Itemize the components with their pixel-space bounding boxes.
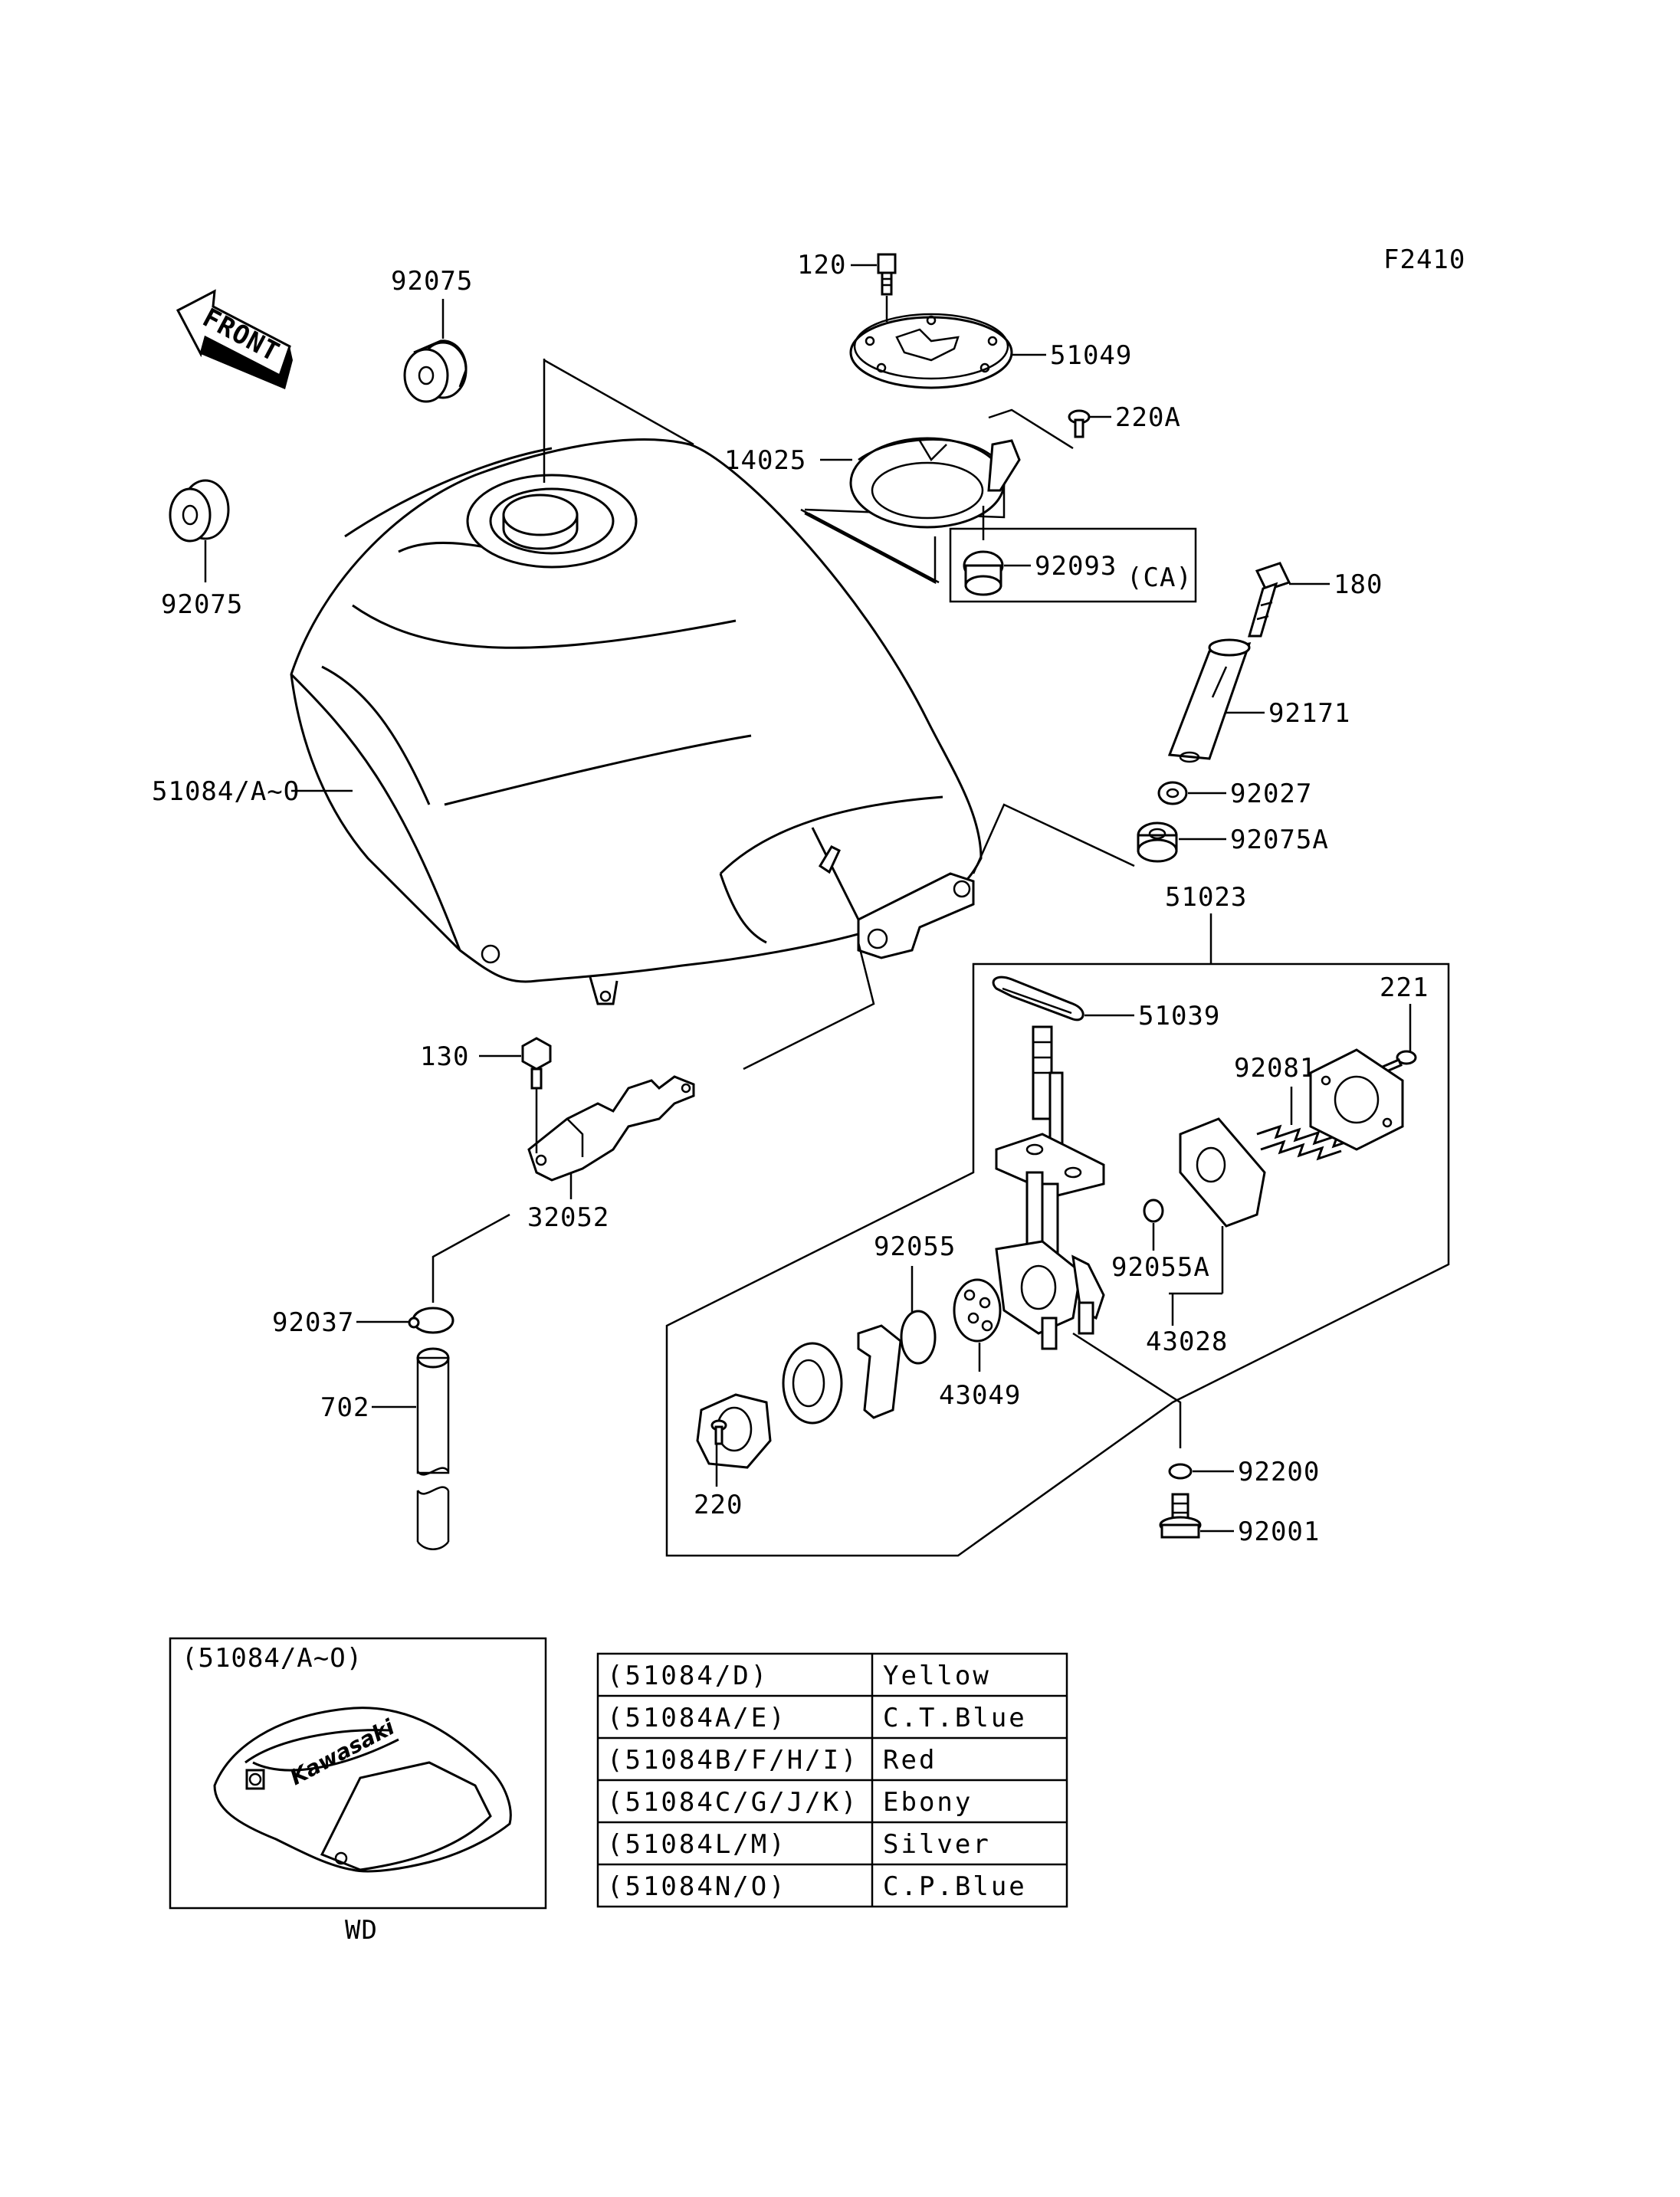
table-row-color: Yellow [883,1661,991,1691]
table-row-color: Red [883,1745,937,1776]
table-row-code: (51084C/G/J/K) [607,1787,859,1818]
label-32052: 32052 [527,1202,609,1233]
screw-220 [710,1419,727,1445]
label-51039: 51039 [1138,1001,1220,1031]
table-row-code: (51084N/O) [607,1871,787,1902]
label-92075A: 92075A [1230,825,1329,855]
front-arrow: FRONT [176,289,293,389]
cap-base-14025 [849,437,1021,529]
label-120: 120 [797,250,846,280]
label-51084: 51084/A~O [152,776,300,807]
clip-92037 [408,1307,454,1334]
table-row-color: C.P.Blue [883,1871,1027,1902]
inset-tank-illustration [213,1707,512,1873]
fuel-cock-lever [857,1324,902,1419]
label-220A: 220A [1115,402,1181,433]
collar-92171 [1167,638,1252,763]
diaphragm-43028 [1179,1117,1266,1228]
label-92055: 92055 [874,1231,956,1262]
label-14025: 14025 [724,445,806,476]
table-row-color: Silver [883,1829,991,1860]
o-ring-92055A [1143,1199,1164,1223]
color-table: (51084/D) Yellow (51084A/E) C.T.Blue (51… [596,1652,1068,1908]
damper-92075A [1137,821,1178,863]
label-702: 702 [320,1392,369,1423]
fuel-cap-51049 [849,313,1013,389]
spring-92081 [1256,1124,1357,1161]
grommet-92093 [963,550,1004,596]
screw-220A [1068,409,1091,438]
label-51049: 51049 [1050,340,1132,371]
label-92027: 92027 [1230,779,1312,809]
label-92037: 92037 [272,1307,354,1338]
inset-model: WD [345,1915,378,1946]
collar-92027 [1157,781,1188,805]
label-92075-left: 92075 [161,589,243,620]
label-92001: 92001 [1238,1517,1320,1547]
bolt-130 [521,1037,552,1090]
o-ring-92055 [900,1310,937,1365]
bolt-92001 [1159,1493,1202,1539]
label-130: 130 [420,1041,469,1072]
cock-cover-plate [1309,1048,1404,1151]
inset-box [169,1637,547,1910]
table-row-code: (51084B/F/H/I) [607,1745,859,1776]
label-51023: 51023 [1165,882,1247,913]
figure-code: F2410 [1383,244,1465,275]
label-220: 220 [694,1490,743,1520]
strainer-43049 [953,1278,1002,1343]
rubber-damper-92075-top [403,339,468,403]
inset-caption: (51084/A~O) [182,1643,363,1674]
fuel-tank-51084 [290,438,983,1005]
label-92093: 92093 [1035,551,1117,582]
label-92081: 92081 [1234,1053,1316,1084]
bolt-180 [1248,562,1291,638]
fuel-cock-body [995,1025,1105,1350]
label-92055A: 92055A [1111,1252,1210,1283]
label-92075-top: 92075 [391,266,473,297]
table-row-code: (51084A/E) [607,1703,787,1733]
label-92200: 92200 [1238,1457,1320,1487]
ca-note: (CA) [1127,562,1193,593]
washer-92200 [1168,1463,1193,1480]
gasket-51039 [992,976,1084,1021]
bracket-32052 [527,1075,695,1182]
table-row-code: (51084/D) [607,1661,769,1691]
ca-variant-box [949,527,1197,603]
lever-plate [696,1393,772,1469]
table-row-color: C.T.Blue [883,1703,1027,1733]
label-43049: 43049 [939,1380,1021,1411]
fuel-cock-assembly-box [665,962,1450,1557]
label-221: 221 [1380,972,1429,1003]
hose-702 [416,1347,450,1550]
lever-seal [782,1342,843,1425]
bolt-120 [877,253,897,296]
label-180: 180 [1334,569,1383,600]
table-row-color: Ebony [883,1787,973,1818]
label-92171: 92171 [1268,698,1350,729]
table-row-code: (51084L/M) [607,1829,787,1860]
label-43028: 43028 [1146,1326,1228,1357]
rubber-damper-92075-left [169,479,230,543]
